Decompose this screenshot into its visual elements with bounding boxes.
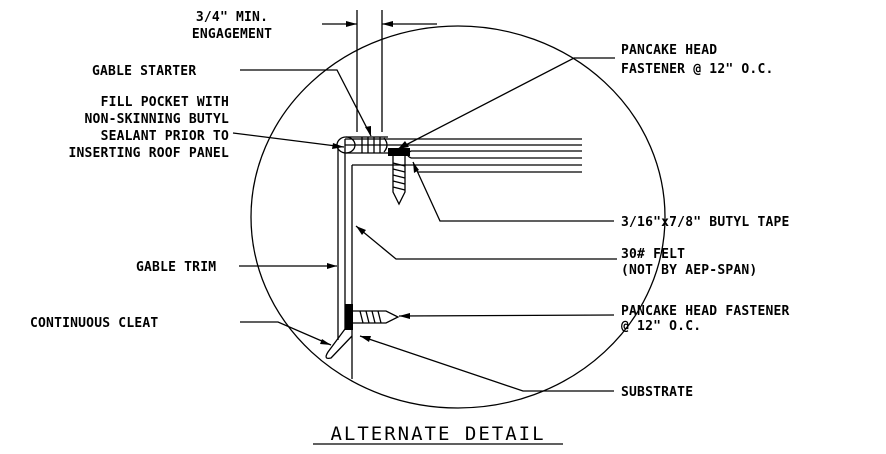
gable-trim-label: GABLE TRIM xyxy=(136,260,216,275)
bottom-fastener xyxy=(345,304,400,330)
top-fastener xyxy=(388,148,410,206)
pancake-top-label-1: PANCAKE HEAD xyxy=(621,43,717,58)
fill-pocket-label-2: NON-SKINNING BUTYL xyxy=(85,112,229,127)
detail-circle xyxy=(250,25,666,409)
pancake-top-label-2: FASTENER @ 12" O.C. xyxy=(621,62,774,77)
pancake-bottom-label-1: PANCAKE HEAD FASTENER xyxy=(621,304,790,319)
fill-pocket-label-3: SEALANT PRIOR TO xyxy=(101,129,229,144)
engagement-dimension xyxy=(322,10,437,132)
engagement-label-1: 3/4" MIN. xyxy=(196,10,268,25)
felt-label-1: 30# FELT xyxy=(621,247,685,262)
fill-pocket-label-1: FILL POCKET WITH xyxy=(101,95,229,110)
fill-pocket-label-4: INSERTING ROOF PANEL xyxy=(68,146,229,161)
leaders xyxy=(232,57,617,392)
engagement-label-2: ENGAGEMENT xyxy=(192,27,272,42)
continuous-cleat-label: CONTINUOUS CLEAT xyxy=(30,316,158,331)
gable-trim xyxy=(337,139,418,379)
pancake-bottom-label-2: @ 12" O.C. xyxy=(621,319,701,334)
felt-label-2: (NOT BY AEP-SPAN) xyxy=(621,263,757,278)
substrate-label: SUBSTRATE xyxy=(621,385,693,400)
detail-title: ALTERNATE DETAIL xyxy=(330,423,545,445)
roof-panel xyxy=(345,138,582,173)
gable-starter-label: GABLE STARTER xyxy=(92,64,196,79)
continuous-cleat xyxy=(325,328,353,360)
butyl-tape-label: 3/16"x7/8" BUTYL TAPE xyxy=(621,215,790,230)
